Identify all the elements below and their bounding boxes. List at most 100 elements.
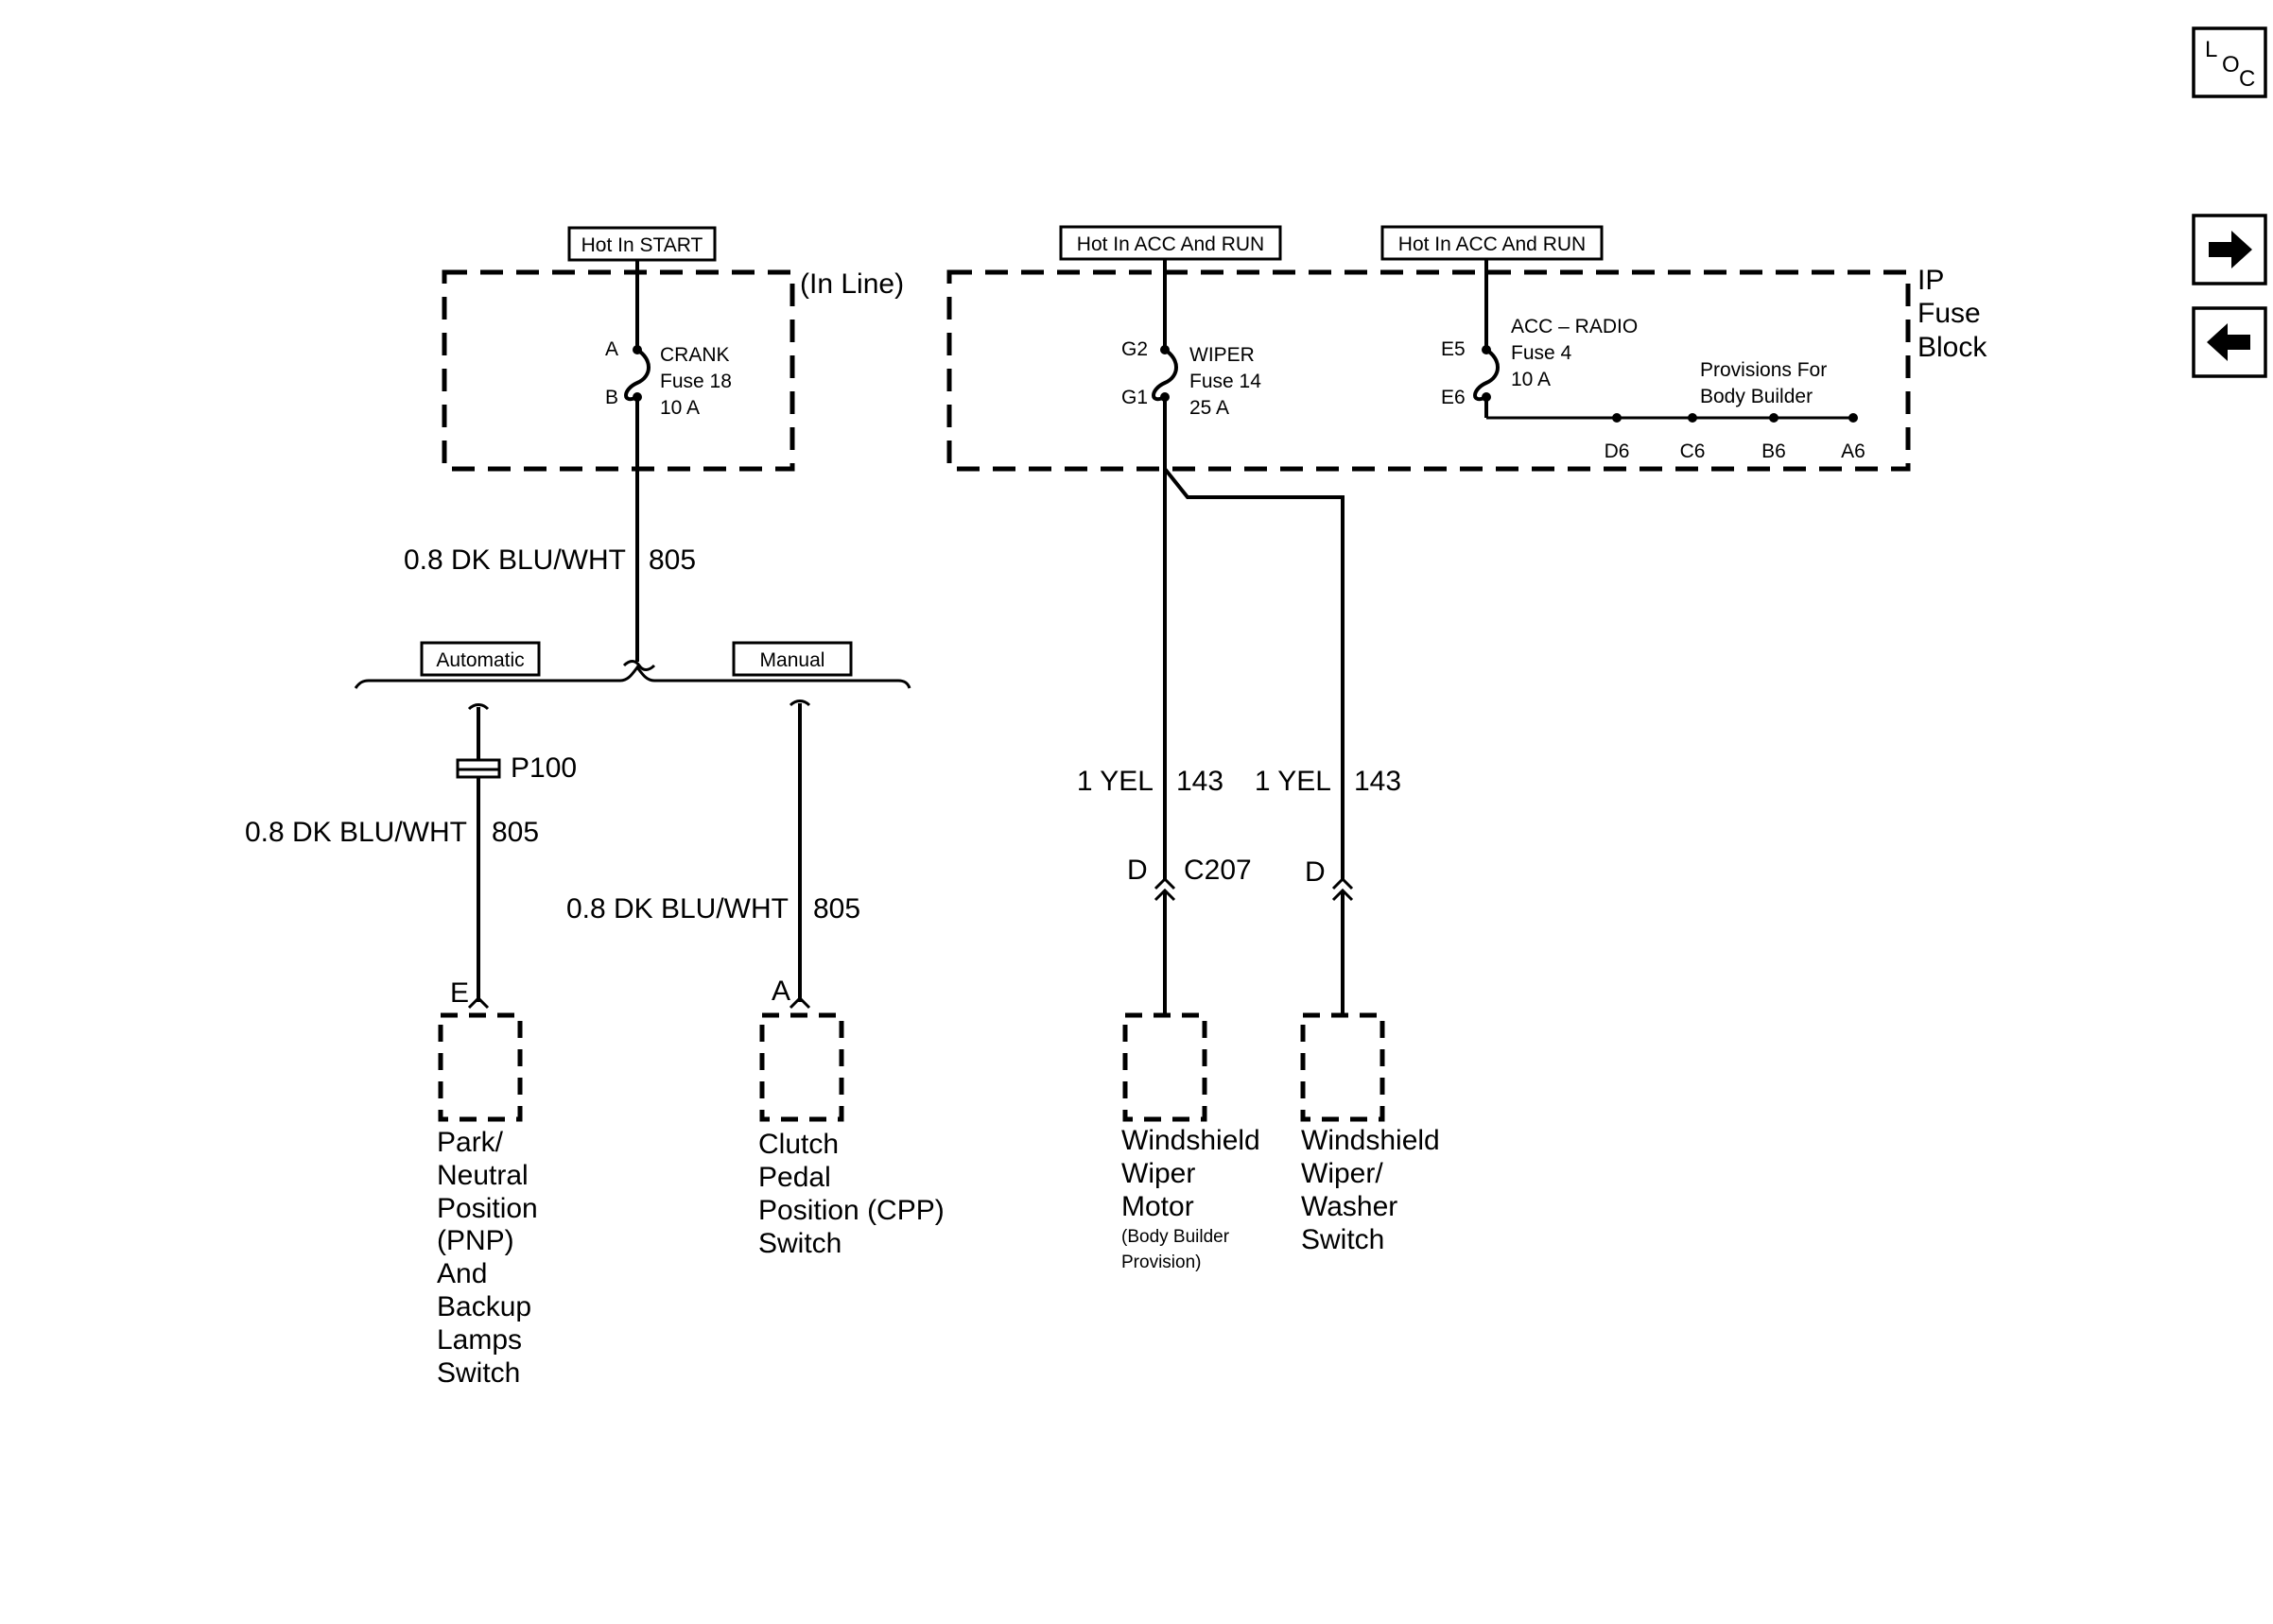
wiper-switch-label: Windshield Wiper/ Washer Switch	[1301, 1125, 1440, 1255]
arrow-right-icon	[2209, 231, 2252, 268]
pin-d6-label: D6	[1605, 441, 1630, 462]
radio-fuse-pin-e5: E5	[1441, 338, 1466, 360]
provisions-label: Provisions For Body Builder	[1700, 359, 1827, 407]
pnp-switch-label: Park/ Neutral Position (PNP) And Backup …	[437, 1127, 538, 1389]
p100-label: P100	[511, 752, 577, 784]
loc-letter-l: L	[2205, 37, 2217, 62]
wiper-fuse-name: WIPER	[1189, 344, 1255, 366]
c207-label: C207	[1184, 855, 1252, 886]
wiper-motor-wire-circuit: 143	[1176, 766, 1223, 797]
svg-text:Windshield: Windshield	[1121, 1125, 1260, 1156]
cpp-connector-symbol	[789, 995, 811, 1010]
pnp-connector-symbol	[467, 995, 490, 1010]
crank-fuse-symbol	[624, 348, 651, 402]
wiper-fuse-pin-g1: G1	[1121, 387, 1148, 408]
hot-in-start-label: Hot In START	[567, 226, 717, 262]
svg-text:Provisions For: Provisions For	[1700, 359, 1827, 381]
cpp-feed-gauge-color: 0.8 DK BLU/WHT	[566, 893, 789, 924]
svg-text:(PNP): (PNP)	[437, 1225, 514, 1256]
hot-in-acc-run-label-radio: Hot In ACC And RUN	[1380, 225, 1604, 261]
svg-text:Provision): Provision)	[1121, 1253, 1201, 1272]
crank-fuse-rating: 10 A	[660, 397, 700, 419]
radio-fuse-rating: 10 A	[1511, 369, 1551, 390]
automatic-option-label: Automatic	[420, 641, 541, 677]
arrow-left-icon	[2207, 323, 2250, 361]
wiper-fuse-symbol	[1152, 348, 1178, 402]
option-break-symbol	[622, 660, 656, 671]
ip-fuse-block-box	[946, 269, 1911, 472]
pin-c6-label: C6	[1680, 441, 1706, 462]
pin-d6-dot	[1612, 413, 1622, 423]
svg-text:Park/: Park/	[437, 1127, 504, 1158]
svg-text:Position: Position	[437, 1193, 538, 1224]
svg-text:Wiper: Wiper	[1121, 1158, 1195, 1189]
inline-fuse-box	[442, 269, 795, 472]
radio-fuse-symbol	[1473, 348, 1500, 402]
cpp-switch-box	[759, 1012, 844, 1122]
crank-fuse-name: CRANK	[660, 344, 730, 366]
svg-text:Automatic: Automatic	[436, 649, 524, 671]
pnp-feed-circuit: 805	[492, 817, 539, 848]
svg-text:IP: IP	[1917, 265, 1944, 296]
svg-text:Lamps: Lamps	[437, 1324, 522, 1356]
p100-splice-pack	[456, 758, 501, 779]
svg-text:Hot In ACC And RUN: Hot In ACC And RUN	[1398, 233, 1586, 255]
pnp-feed-gauge-color: 0.8 DK BLU/WHT	[245, 817, 467, 848]
svg-text:Block: Block	[1917, 332, 1987, 363]
svg-text:Switch: Switch	[758, 1228, 842, 1259]
crank-feed-gauge-color: 0.8 DK BLU/WHT	[404, 544, 626, 576]
pin-a6-label: A6	[1841, 441, 1865, 462]
svg-text:Hot In START: Hot In START	[581, 234, 703, 256]
pin-b6-label: B6	[1761, 441, 1786, 462]
loc-button[interactable]: L O C	[2192, 26, 2267, 98]
next-page-button[interactable]	[2192, 214, 2267, 285]
svg-text:Switch: Switch	[437, 1357, 520, 1389]
svg-text:Manual: Manual	[760, 649, 825, 671]
hot-in-acc-run-label-wiper: Hot In ACC And RUN	[1059, 225, 1282, 261]
svg-text:Hot In ACC And RUN: Hot In ACC And RUN	[1077, 233, 1264, 255]
wiper-motor-box	[1122, 1012, 1207, 1122]
radio-fuse-pin-e6: E6	[1441, 387, 1466, 408]
crank-feed-circuit: 805	[649, 544, 696, 576]
cpp-switch-label: Clutch Pedal Position (CPP) Switch	[758, 1129, 945, 1259]
svg-text:Wiper/: Wiper/	[1301, 1158, 1383, 1189]
svg-text:Washer: Washer	[1301, 1191, 1397, 1222]
inline-location-label: (In Line)	[800, 268, 904, 300]
loc-letter-o: O	[2222, 52, 2240, 78]
radio-fuse-number: Fuse 4	[1511, 342, 1572, 364]
c207-connector-motor	[1154, 876, 1176, 902]
pnp-connector-pin: E	[450, 977, 469, 1009]
svg-text:Pedal: Pedal	[758, 1162, 831, 1193]
cpp-feed-circuit: 805	[813, 893, 860, 924]
c207-connector-switch	[1331, 876, 1354, 902]
pnp-switch-box	[438, 1012, 523, 1122]
wiper-switch-wire-gauge-color: 1 YEL	[1255, 766, 1331, 797]
radio-fuse-name: ACC – RADIO	[1511, 316, 1638, 337]
svg-text:Position (CPP): Position (CPP)	[758, 1195, 945, 1226]
loc-letter-c: C	[2239, 66, 2255, 92]
pin-b6-dot	[1769, 413, 1778, 423]
svg-text:Fuse: Fuse	[1917, 298, 1981, 329]
svg-text:Neutral: Neutral	[437, 1160, 529, 1191]
svg-text:And: And	[437, 1258, 487, 1289]
svg-text:Switch: Switch	[1301, 1224, 1384, 1255]
crank-fuse-pin-b: B	[605, 387, 618, 408]
svg-text:Body Builder: Body Builder	[1700, 386, 1813, 407]
wiper-fuse-number: Fuse 14	[1189, 371, 1261, 392]
wiper-switch-box	[1300, 1012, 1385, 1122]
manual-option-label: Manual	[732, 641, 853, 677]
wiper-fuse-pin-g2: G2	[1121, 338, 1148, 360]
previous-page-button[interactable]	[2192, 306, 2267, 378]
svg-text:(Body Builder: (Body Builder	[1121, 1227, 1230, 1247]
svg-text:Backup: Backup	[437, 1291, 531, 1322]
option-bracket	[354, 665, 911, 689]
crank-fuse-pin-a: A	[605, 338, 618, 360]
c207-pin-motor: D	[1127, 855, 1148, 886]
svg-text:Motor: Motor	[1121, 1191, 1194, 1222]
wiper-motor-label: Windshield Wiper Motor (Body Builder Pro…	[1121, 1125, 1260, 1272]
pin-a6-dot	[1848, 413, 1858, 423]
wiper-motor-wire-gauge-color: 1 YEL	[1077, 766, 1154, 797]
svg-text:Windshield: Windshield	[1301, 1125, 1440, 1156]
c207-pin-switch: D	[1305, 856, 1326, 888]
